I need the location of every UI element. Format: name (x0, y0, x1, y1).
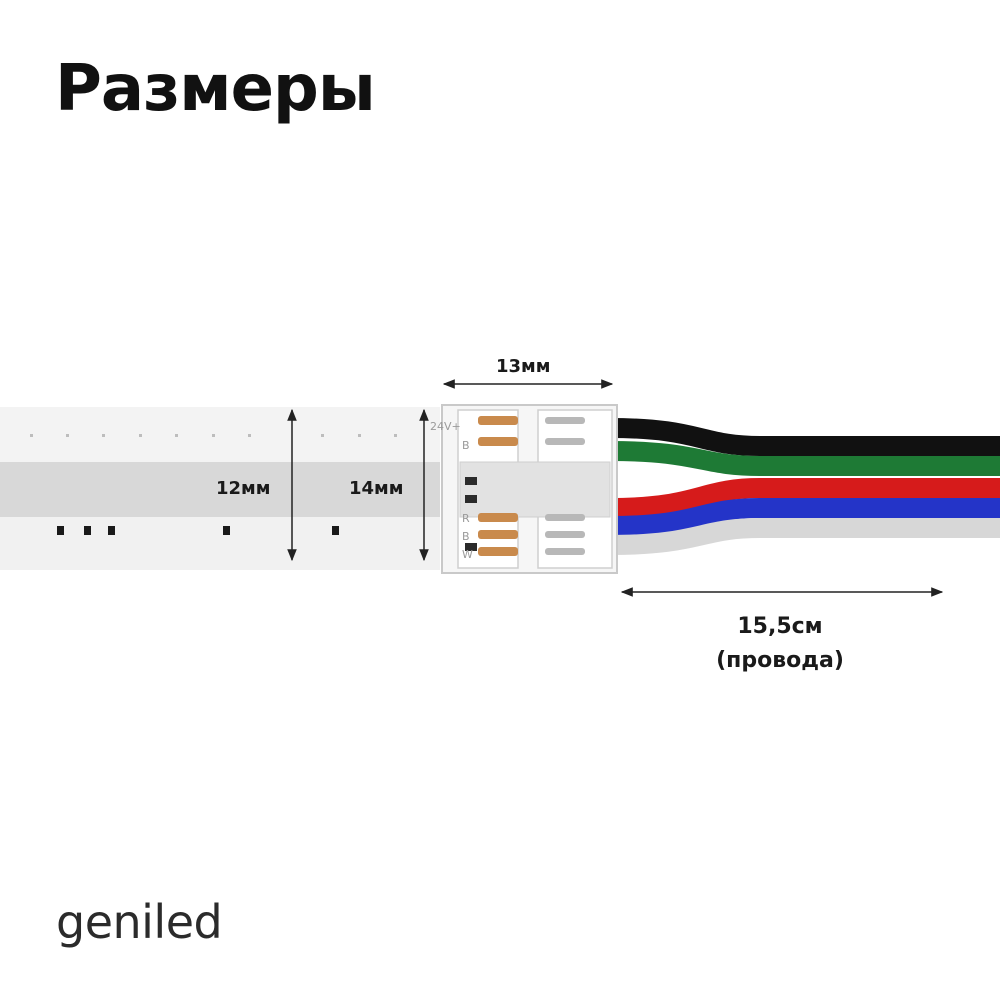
connector-height-label: 14мм (349, 478, 404, 499)
strip-width-label: 12мм (216, 478, 271, 499)
connector: 24V+ B R B W (430, 404, 618, 574)
wire-length-note: (провода) (716, 648, 844, 673)
led-strip (0, 407, 440, 570)
marking-24v: 24V+ (430, 420, 461, 433)
dimension-lines (287, 379, 944, 597)
marking-b-top: B (462, 439, 470, 452)
wire-length-label: 15,5см (провода) (690, 610, 870, 678)
led-chips (57, 526, 339, 535)
page-title: Размеры (55, 52, 376, 126)
wire-length-value: 15,5см (737, 614, 823, 639)
marking-b-bottom: B (462, 530, 470, 543)
marking-w: W (462, 548, 473, 561)
wires (609, 418, 1000, 555)
marking-r: R (462, 512, 470, 525)
brand-logo: geniled (56, 895, 223, 949)
connector-length-label: 13мм (496, 356, 551, 377)
